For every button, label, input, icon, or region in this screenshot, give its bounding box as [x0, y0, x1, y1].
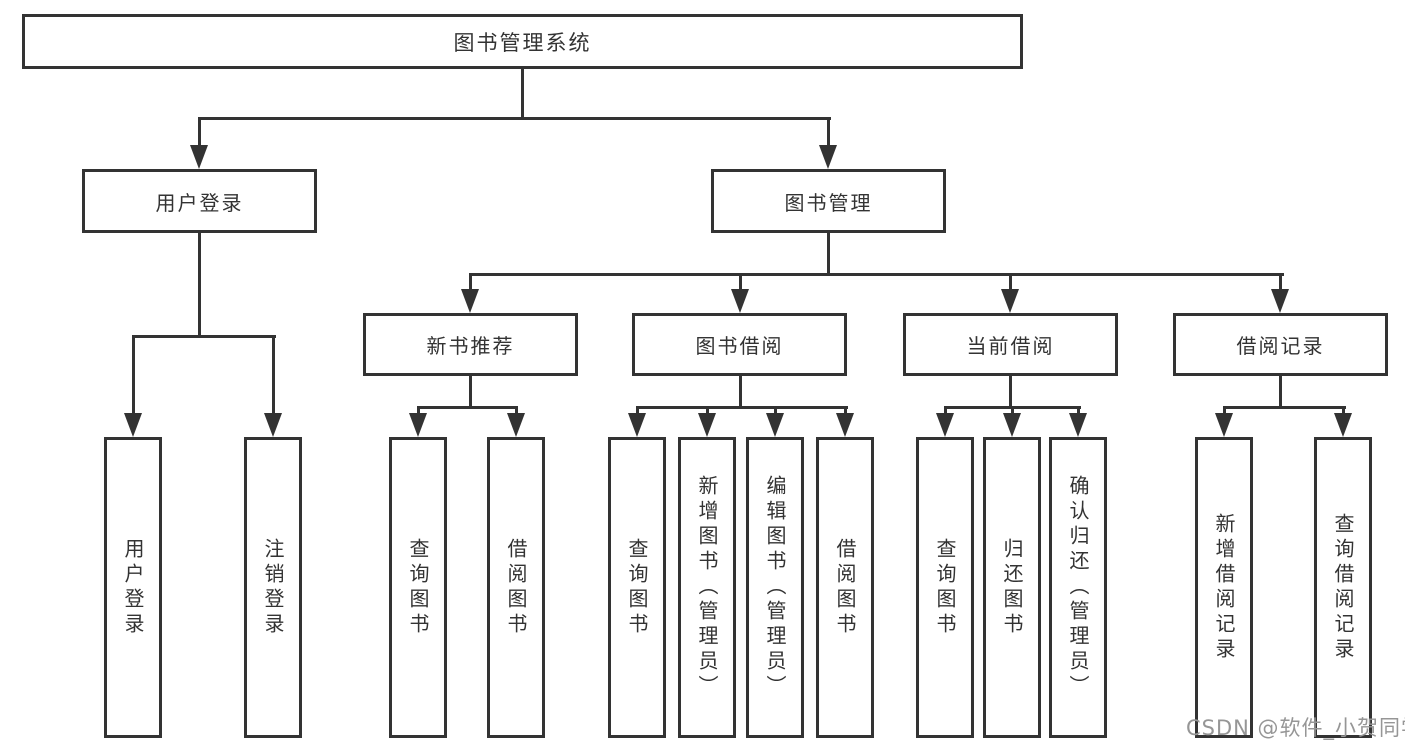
connector-line [1278, 273, 1282, 293]
node-label: 注销登录 [261, 537, 285, 638]
node-label: 查询图书 [625, 537, 649, 638]
connector-line [197, 233, 201, 337]
connector-line [1222, 406, 1346, 409]
node-label: 查询图书 [406, 537, 430, 638]
leaf-query-borrow-record: 查询借阅记录 [1314, 437, 1372, 738]
connector-line [1008, 273, 1012, 293]
arrowhead-down-icon [698, 413, 716, 437]
arrowhead-down-icon [1003, 413, 1021, 437]
arrowhead-down-icon [507, 413, 525, 437]
arrowhead-down-icon [409, 413, 427, 437]
arrowhead-down-icon [190, 145, 208, 169]
connector-line [131, 335, 276, 338]
connector-line [738, 376, 742, 408]
connector-line [943, 406, 947, 417]
connector-line [416, 406, 420, 417]
leaf-confirm-return-admin: 确认归还（管理员） [1049, 437, 1107, 738]
connector-line [469, 376, 472, 408]
arrowhead-down-icon [1271, 289, 1289, 313]
leaf-query-books-newbooks: 查询图书 [389, 437, 447, 738]
connector-line [468, 273, 1284, 276]
arrowhead-down-icon [1069, 413, 1087, 437]
arrowhead-down-icon [1215, 413, 1233, 437]
leaf-logout: 注销登录 [244, 437, 302, 738]
node-new-book-recommend: 新书推荐 [363, 313, 578, 376]
node-label: 新增图书（管理员） [695, 475, 719, 700]
node-library-management-system: 图书管理系统 [22, 14, 1023, 69]
connector-line [271, 335, 275, 417]
connector-line [520, 69, 524, 117]
connector-line [197, 117, 201, 149]
leaf-query-books-borrow: 查询图书 [608, 437, 666, 738]
leaf-query-books-current: 查询图书 [916, 437, 974, 738]
connector-line [468, 273, 472, 293]
node-book-borrow: 图书借阅 [632, 313, 847, 376]
node-label: 图书管理系统 [453, 30, 592, 55]
connector-line [843, 406, 847, 417]
connector-line [1222, 406, 1226, 417]
arrowhead-down-icon [124, 413, 142, 437]
connector-line [1076, 406, 1080, 417]
connector-line [416, 406, 518, 409]
connector-line [1341, 406, 1345, 417]
connector-line [131, 335, 135, 417]
node-current-borrow: 当前借阅 [903, 313, 1118, 376]
connector-line [773, 406, 777, 417]
arrowhead-down-icon [1001, 289, 1019, 313]
node-label: 确认归还（管理员） [1066, 475, 1090, 700]
connector-line [635, 406, 639, 417]
connector-line [1009, 376, 1012, 408]
connector-line [514, 406, 518, 417]
leaf-return-book: 归还图书 [983, 437, 1041, 738]
leaf-borrow-books-newbooks: 借阅图书 [487, 437, 545, 738]
connector-line [705, 406, 709, 417]
arrowhead-down-icon [731, 289, 749, 313]
connector-line [1010, 406, 1014, 417]
arrowhead-down-icon [819, 145, 837, 169]
node-label: 借阅记录 [1236, 334, 1325, 358]
leaf-edit-book-admin: 编辑图书（管理员） [746, 437, 804, 738]
node-label: 借阅图书 [504, 537, 528, 638]
node-book-management: 图书管理 [711, 169, 946, 233]
node-label: 用户登录 [155, 190, 244, 215]
node-label: 当前借阅 [966, 334, 1055, 358]
arrowhead-down-icon [936, 413, 954, 437]
connector-line [1279, 376, 1282, 408]
arrowhead-down-icon [766, 413, 784, 437]
leaf-user-login: 用户登录 [104, 437, 162, 738]
node-label: 查询图书 [933, 537, 957, 638]
arrowhead-down-icon [1334, 413, 1352, 437]
node-label: 借阅图书 [833, 537, 857, 638]
arrowhead-down-icon [628, 413, 646, 437]
connector-line [197, 117, 831, 120]
node-label: 新书推荐 [426, 334, 515, 358]
leaf-add-book-admin: 新增图书（管理员） [678, 437, 736, 738]
connector-line [826, 233, 830, 276]
node-label: 查询借阅记录 [1331, 512, 1355, 663]
node-label: 用户登录 [121, 537, 145, 638]
node-label: 编辑图书（管理员） [763, 475, 787, 700]
connector-line [826, 117, 830, 149]
connector-line [635, 406, 848, 409]
node-label: 归还图书 [1000, 537, 1024, 638]
connector-line [738, 273, 742, 293]
arrowhead-down-icon [264, 413, 282, 437]
node-label: 图书借阅 [695, 334, 784, 358]
arrowhead-down-icon [461, 289, 479, 313]
node-label: 图书管理 [784, 190, 873, 215]
arrowhead-down-icon [836, 413, 854, 437]
leaf-add-borrow-record: 新增借阅记录 [1195, 437, 1253, 738]
node-user-login: 用户登录 [82, 169, 317, 233]
watermark: CSDN @软件_小贺同学 [1186, 716, 1405, 740]
leaf-borrow-books-borrow: 借阅图书 [816, 437, 874, 738]
node-borrow-records: 借阅记录 [1173, 313, 1388, 376]
node-label: 新增借阅记录 [1212, 512, 1236, 663]
